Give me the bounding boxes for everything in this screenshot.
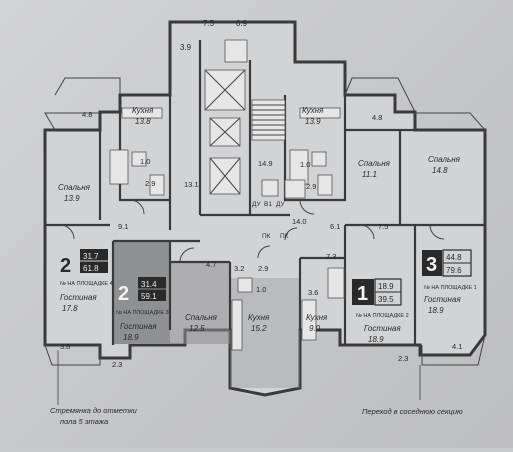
apartment-area-living: 31.4 xyxy=(141,280,157,289)
room-label: Гостиная xyxy=(60,293,97,302)
apartment-caption: № НА ПЛОЩАДКЕ 4 xyxy=(60,281,113,287)
area-number: 3.8 xyxy=(60,342,70,351)
apartment-area-total: 39.5 xyxy=(378,295,394,304)
area-number: 4.7 xyxy=(206,260,216,269)
room-label: Гостиная xyxy=(424,295,461,304)
room-label: Кухня xyxy=(132,106,154,115)
apartment-badge-1: 3 44.8 79.6 № НА ПЛОЩАДКЕ 1 xyxy=(422,249,477,291)
bay-window-top-right xyxy=(344,77,416,113)
area-number: 3.2 xyxy=(234,264,244,273)
room-area: 13.9 xyxy=(305,117,321,126)
room-area: 17.8 xyxy=(62,304,78,313)
ladder-note-line1: Стремянка до отметки xyxy=(50,406,138,415)
apartment-area-total: 59.1 xyxy=(141,292,157,301)
corridor-tags: ПК ПК ДУ В1 ДУ xyxy=(252,201,289,240)
bay-window-right xyxy=(415,112,486,366)
area-number: 2.9 xyxy=(306,182,316,191)
corridor-tag: ПК xyxy=(262,233,271,240)
apartment-caption: № НА ПЛОЩАДКЕ 2 xyxy=(356,313,409,319)
area-number: 13.1 xyxy=(184,180,199,189)
dim-0-9: 0.9 xyxy=(236,19,248,28)
area-number: 14.0 xyxy=(292,217,307,226)
room-label: Спальня xyxy=(358,159,391,168)
interior-walls xyxy=(45,22,485,345)
shaft-top xyxy=(224,39,248,63)
area-number: 7.5 xyxy=(378,222,388,231)
area-number: 4.8 xyxy=(372,113,382,122)
room-label: Спальня xyxy=(428,155,461,164)
passage-note: Переход в соседнюю секцию xyxy=(362,407,463,416)
room-area: 15.2 xyxy=(251,324,267,333)
area-number: 1.0 xyxy=(140,157,150,166)
apartment-area-total: 61.8 xyxy=(83,264,99,273)
corridor-tag: ДУ xyxy=(276,201,285,208)
room-label: Спальня xyxy=(58,183,91,192)
apartment-badge-4: 2 31.7 61.8 № НА ПЛОЩАДКЕ 4 xyxy=(60,249,113,287)
room-area: 13.9 xyxy=(64,194,80,203)
area-number: 7.3 xyxy=(326,252,336,261)
room-area: 18.9 xyxy=(368,335,384,344)
area-number: 1.0 xyxy=(256,285,266,294)
corridor-tag: В1 xyxy=(264,201,272,208)
room-area: 18.9 xyxy=(428,306,444,315)
apartment-area-total: 79.6 xyxy=(446,266,462,275)
area-number: 2.3 xyxy=(112,360,122,369)
apartment-area-living: 44.8 xyxy=(446,253,462,262)
area-number: 14.9 xyxy=(258,159,273,168)
room-label: Кухня xyxy=(248,313,270,322)
dim-3-9: 3.9 xyxy=(180,43,192,52)
apartment-number: 2 xyxy=(60,255,71,277)
room-label: Кухня xyxy=(302,106,324,115)
area-number: 2.3 xyxy=(398,354,408,363)
corridor-tag: ПК xyxy=(280,233,289,240)
kitchen-fixtures xyxy=(121,107,341,351)
area-number: 9.1 xyxy=(118,222,128,231)
ladder-note-line2: пола 5 этажа xyxy=(60,417,108,426)
apartment-badge-3: 2 31.4 59.1 № НА ПЛОЩАДКЕ 3 xyxy=(116,277,169,316)
door-swings xyxy=(59,199,445,263)
room-area: 9.0 xyxy=(309,324,321,333)
elevators xyxy=(204,69,246,195)
bay-window-left xyxy=(44,112,101,366)
bay-window-top-left xyxy=(54,77,121,96)
area-number: 1.0 xyxy=(300,160,310,169)
outer-wall xyxy=(43,20,487,397)
area-number: 3.6 xyxy=(308,288,318,297)
area-number: 2.9 xyxy=(145,179,155,188)
room-area: 18.9 xyxy=(123,333,139,342)
room-area: 13.8 xyxy=(135,117,151,126)
area-number: 4.8 xyxy=(82,110,92,119)
apartment-number: 3 xyxy=(426,254,437,276)
room-label: Гостиная xyxy=(364,324,401,333)
stairwell xyxy=(251,99,286,141)
apartment-highlight-kitchen xyxy=(170,262,230,344)
room-label: Спальня xyxy=(185,313,218,322)
apartment-caption: № НА ПЛОЩАДКЕ 1 xyxy=(424,285,477,291)
corridor-tag: ДУ xyxy=(252,201,261,208)
dim-7-5: 7.5 xyxy=(203,19,215,28)
apartment-number: 2 xyxy=(118,283,129,305)
apartment-caption: № НА ПЛОЩАДКЕ 3 xyxy=(116,310,169,316)
bathroom-fixtures xyxy=(109,149,345,299)
room-label: Кухня xyxy=(306,313,328,322)
area-number: 6.1 xyxy=(330,222,340,231)
apartment-badge-2: 1 18.9 39.5 № НА ПЛОЩАДКЕ 2 xyxy=(352,278,409,319)
apartment-area-living: 31.7 xyxy=(83,252,99,261)
room-area: 12.5 xyxy=(189,324,205,333)
area-number: 4.1 xyxy=(452,342,462,351)
room-area: 14.8 xyxy=(432,166,448,175)
room-label: Гостиная xyxy=(120,322,157,331)
small-area-labels: 4.8 4.8 1.0 1.0 2.9 2.9 14.9 13.1 9.1 14… xyxy=(60,110,462,369)
area-number: 2.9 xyxy=(258,264,268,273)
apartment-number: 1 xyxy=(357,283,368,305)
room-area: 11.1 xyxy=(362,170,377,179)
apartment-area-living: 18.9 xyxy=(378,282,394,291)
